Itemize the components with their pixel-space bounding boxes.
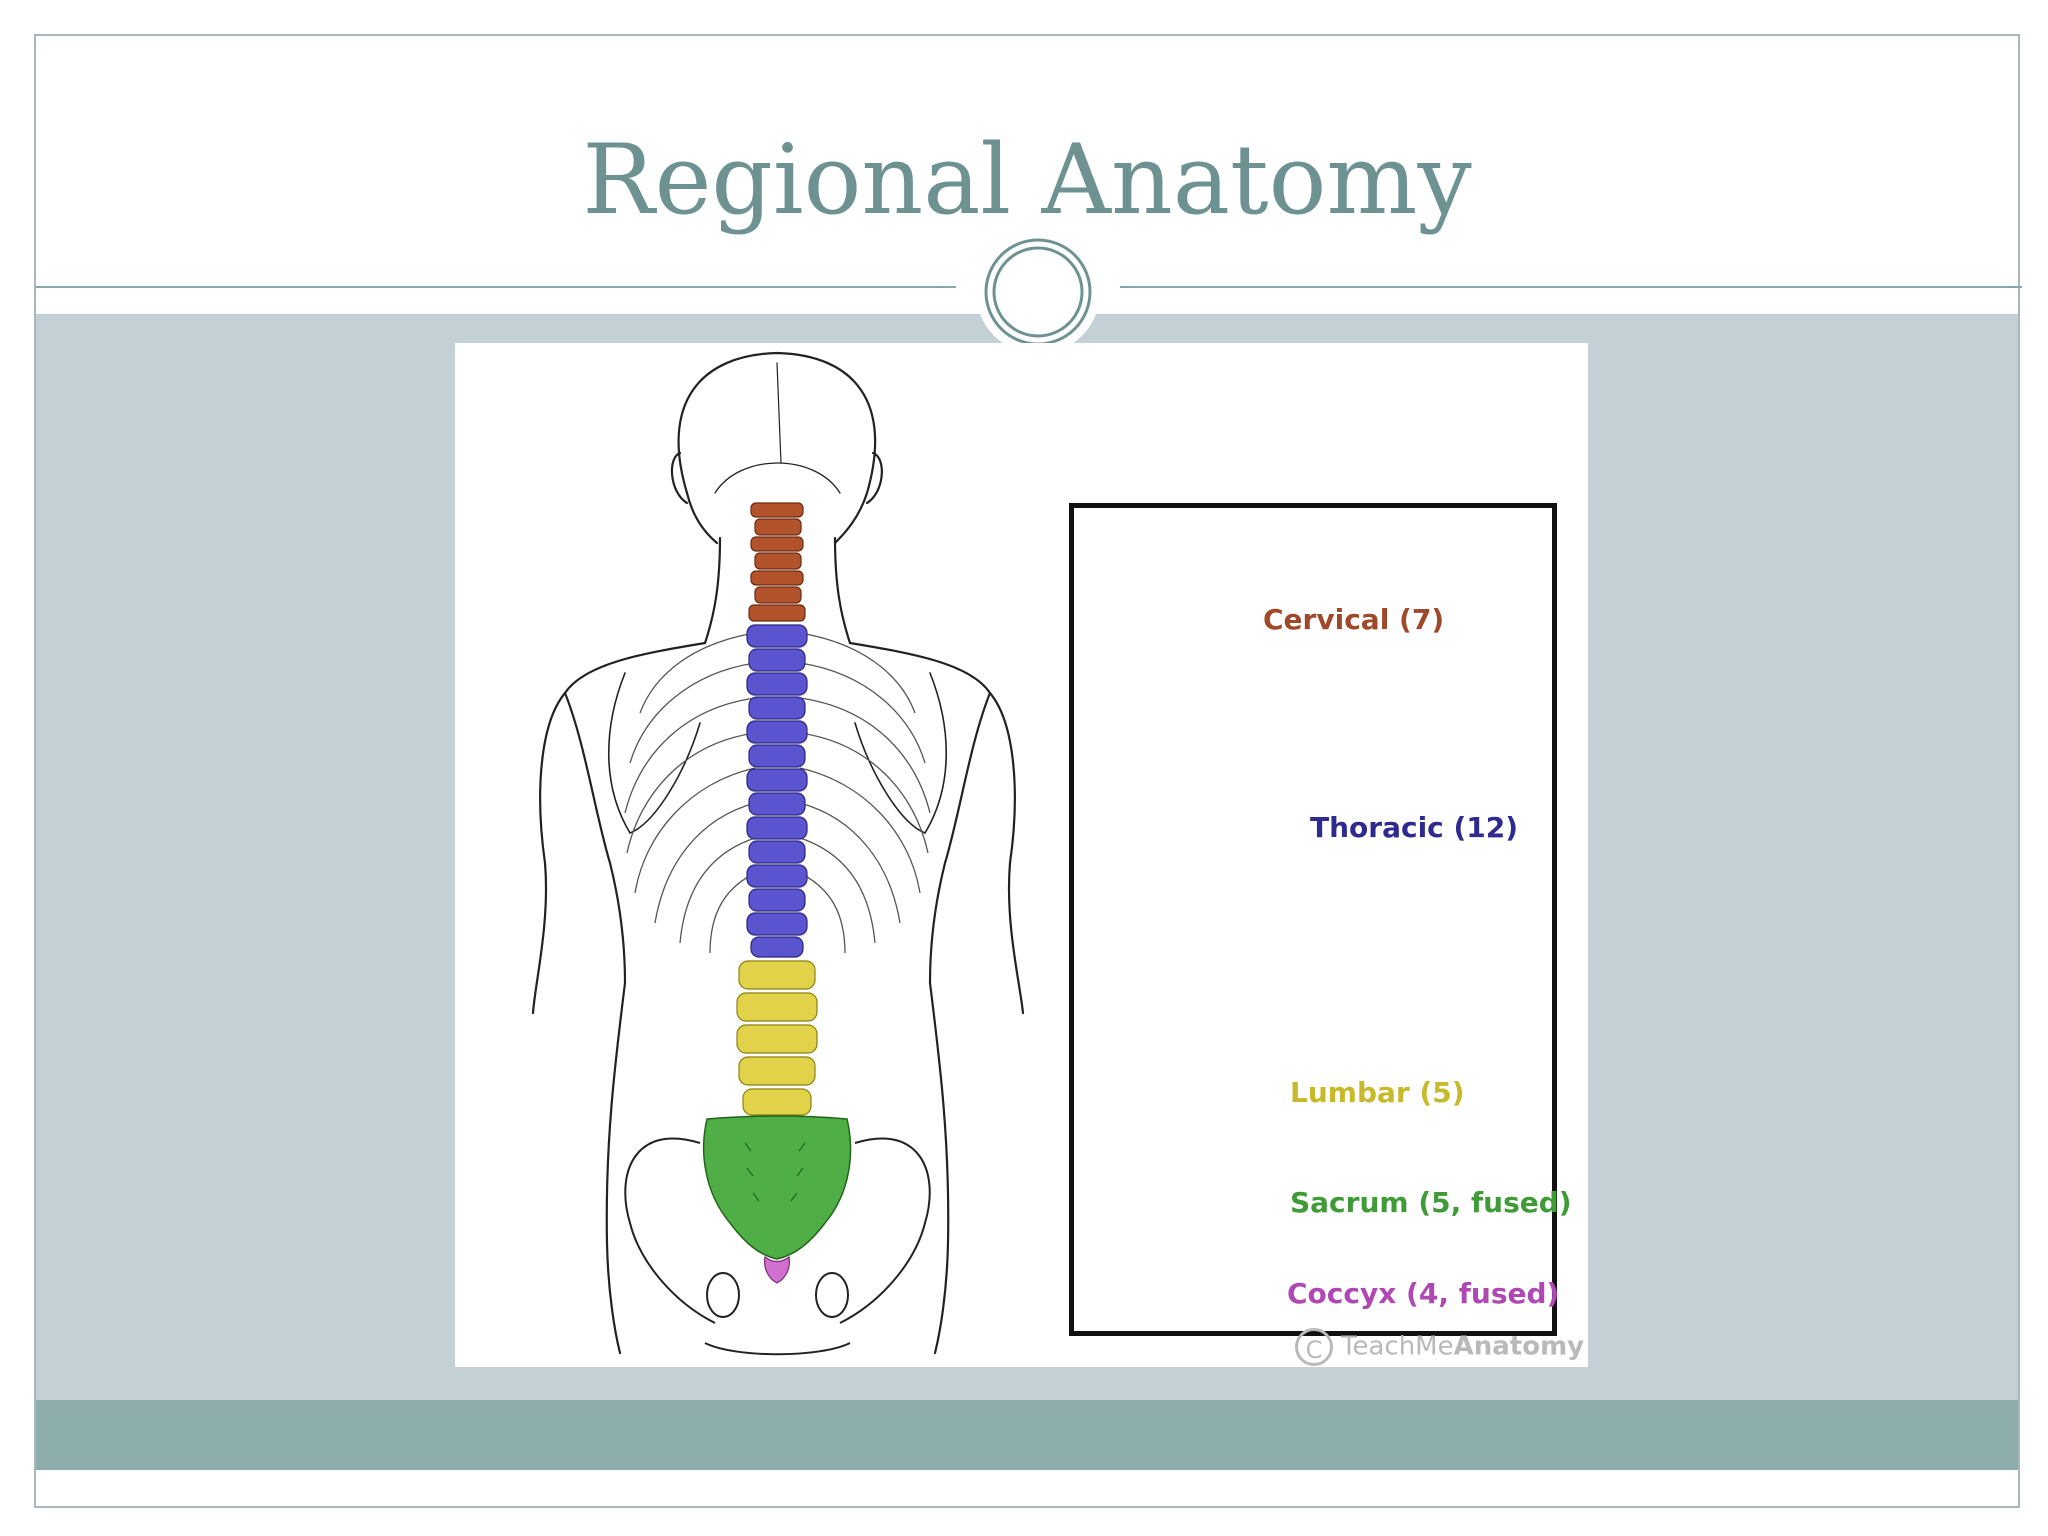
watermark-text-light: TeachMe (1341, 1331, 1454, 1362)
legend-label-sacrum: Sacrum (5, fused) (1290, 1186, 1572, 1219)
legend-label-lumbar: Lumbar (5) (1290, 1076, 1465, 1109)
title-rule-left (36, 286, 956, 288)
legend-label-thoracic: Thoracic (12) (1310, 811, 1519, 844)
footer-bar (36, 1400, 2018, 1470)
slide-title: Regional Anatomy (582, 124, 1472, 236)
spine-legend-box (1069, 503, 1557, 1336)
slide: Regional Anatomy (34, 34, 2022, 1508)
spine-figure: Cervical (7) Thoracic (12) Lumbar (5) Sa… (455, 343, 1588, 1367)
legend-label-coccyx: Coccyx (4, fused) (1287, 1277, 1560, 1310)
title-rule-right (1120, 286, 2022, 288)
watermark-text-bold: Anatomy (1453, 1331, 1585, 1362)
title-ornament-circle (976, 230, 1100, 354)
copyright-icon: C (1295, 1328, 1333, 1366)
legend-label-cervical: Cervical (7) (1263, 603, 1445, 636)
teachmeanatomy-watermark: C TeachMeAnatomy (1295, 1328, 1584, 1366)
